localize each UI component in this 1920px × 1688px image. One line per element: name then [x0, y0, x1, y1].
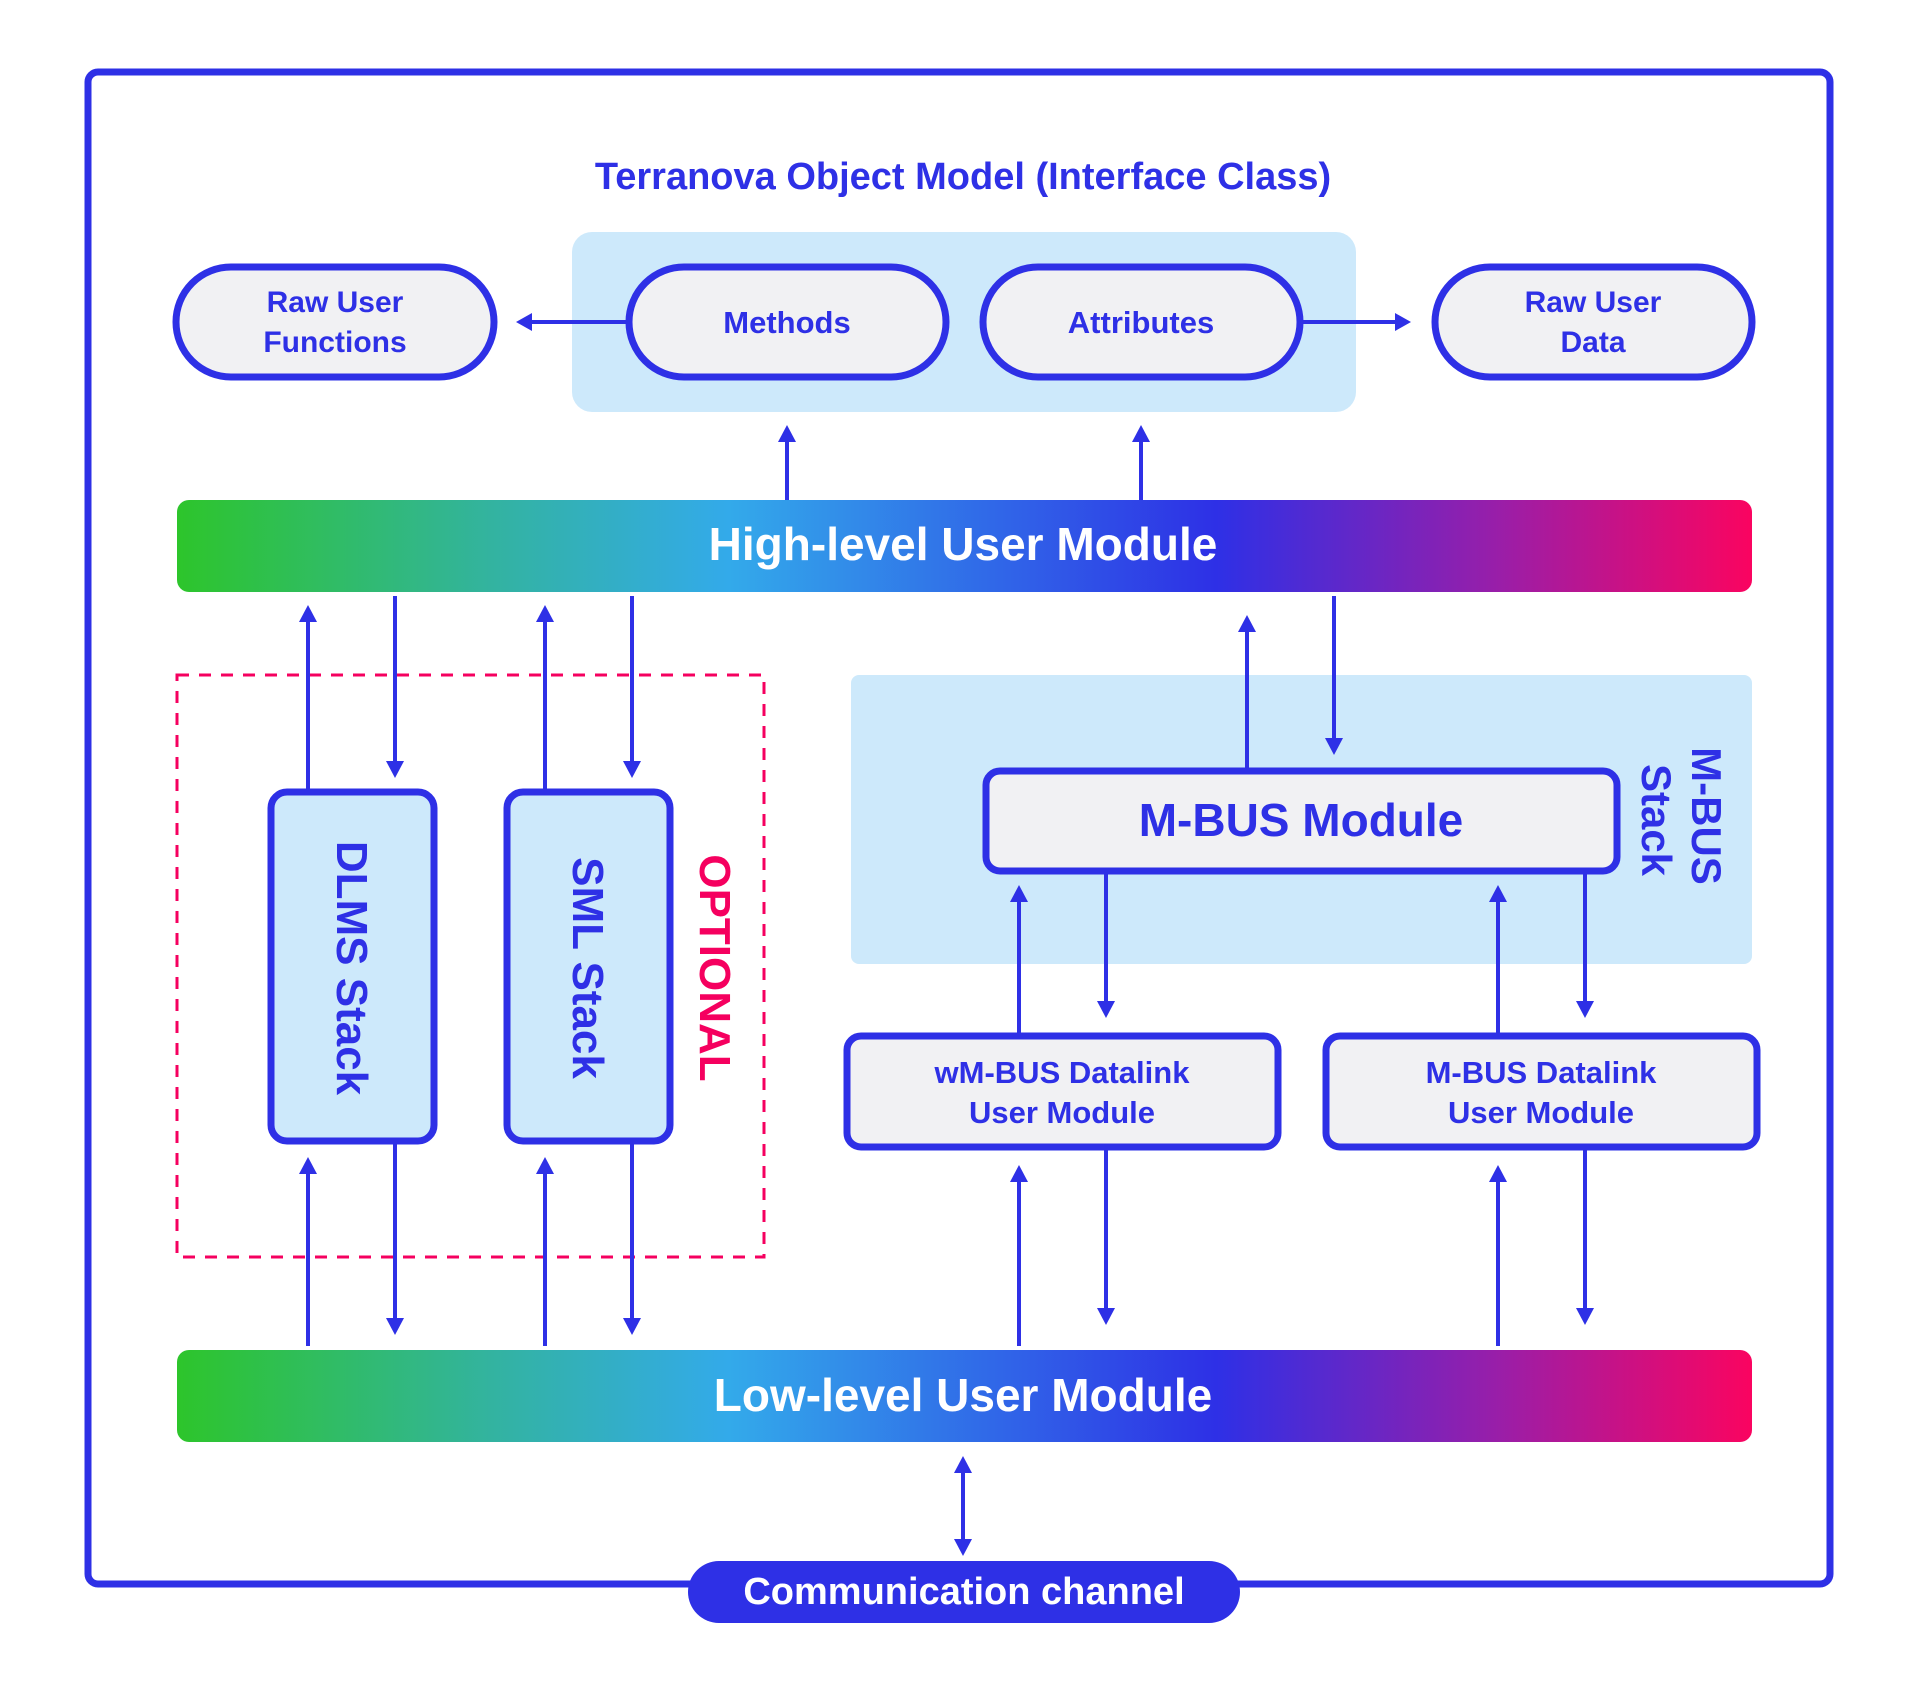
- methods-node[interactable]: Methods: [625, 263, 950, 381]
- arrow-wmbus-to-lowlevel: [1097, 1147, 1115, 1325]
- arrow-sml-to-highlevel: [536, 605, 554, 791]
- arrow-lowlevel-to-mbusdl: [1489, 1165, 1507, 1346]
- arrow-highlevel-to-sml: [623, 596, 641, 778]
- raw-user-functions-node[interactable]: Raw User Functions: [172, 263, 498, 381]
- arrow-highlevel-to-attributes: [1132, 425, 1150, 500]
- arrow-attributes-to-raw-data: [1300, 313, 1411, 331]
- methods-label: Methods: [723, 305, 850, 340]
- dlms-stack-label: DLMS Stack: [327, 841, 376, 1096]
- communication-channel-label: Communication channel: [743, 1571, 1184, 1613]
- arrow-lowlevel-to-dlms: [299, 1157, 317, 1346]
- wmbus-datalink-line2: User Module: [969, 1095, 1155, 1130]
- high-level-user-module-label: High-level User Module: [709, 518, 1218, 570]
- arrow-highlevel-to-methods: [778, 425, 796, 500]
- object-model-title: Terranova Object Model (Interface Class): [595, 156, 1331, 198]
- dlms-stack-node[interactable]: DLMS Stack: [267, 788, 438, 1145]
- wmbus-datalink-line1: wM-BUS Datalink: [934, 1055, 1191, 1090]
- communication-channel-node[interactable]: Communication channel: [688, 1561, 1240, 1623]
- raw-user-functions-line1: Raw User: [267, 286, 404, 319]
- arrow-mbusdl-to-mbus: [1489, 885, 1507, 1035]
- sml-stack-label: SML Stack: [563, 857, 612, 1079]
- arrow-highlevel-to-dlms: [386, 596, 404, 778]
- arrow-methods-to-raw-functions: [516, 313, 628, 331]
- arrow-mbusdl-to-lowlevel: [1576, 1147, 1594, 1325]
- arrow-wmbus-to-mbus: [1010, 885, 1028, 1035]
- mbus-module-label: M-BUS Module: [1139, 794, 1464, 846]
- arrow-highlevel-to-mbus: [1325, 596, 1343, 755]
- mbus-stack-label-line2: Stack: [1633, 764, 1680, 877]
- low-level-user-module-label: Low-level User Module: [714, 1369, 1212, 1421]
- arrow-sml-to-lowlevel: [623, 1142, 641, 1335]
- arrow-lowlevel-to-wmbus: [1010, 1165, 1028, 1346]
- optional-group: [175, 673, 766, 1259]
- raw-user-functions-line2: Functions: [263, 326, 406, 359]
- arrow-lowlevel-to-sml: [536, 1157, 554, 1346]
- raw-user-data-node[interactable]: Raw User Data: [1431, 263, 1756, 381]
- arrow-dlms-to-highlevel: [299, 605, 317, 791]
- arrow-lowlevel-channel: [954, 1456, 972, 1556]
- arrow-mbus-to-mbusdl: [1576, 871, 1594, 1018]
- high-level-user-module[interactable]: High-level User Module: [177, 500, 1752, 592]
- mbus-stack-label-line1: M-BUS: [1683, 747, 1730, 885]
- attributes-node[interactable]: Attributes: [979, 263, 1304, 381]
- mbus-datalink-node[interactable]: M-BUS Datalink User Module: [1322, 1032, 1761, 1151]
- low-level-user-module[interactable]: Low-level User Module: [177, 1350, 1752, 1442]
- arrow-dlms-to-lowlevel: [386, 1142, 404, 1335]
- mbus-datalink-line1: M-BUS Datalink: [1426, 1055, 1658, 1090]
- arrow-mbus-to-highlevel: [1238, 615, 1256, 770]
- sml-stack-node[interactable]: SML Stack: [503, 788, 674, 1145]
- mbus-datalink-line2: User Module: [1448, 1095, 1634, 1130]
- arrow-mbus-to-wmbus: [1097, 871, 1115, 1018]
- raw-user-data-line2: Data: [1560, 326, 1625, 359]
- raw-user-data-line1: Raw User: [1525, 286, 1662, 319]
- wmbus-datalink-node[interactable]: wM-BUS Datalink User Module: [843, 1032, 1282, 1151]
- attributes-label: Attributes: [1068, 305, 1214, 340]
- mbus-module-node[interactable]: M-BUS Module: [982, 767, 1621, 875]
- optional-label: OPTIONAL: [690, 854, 739, 1081]
